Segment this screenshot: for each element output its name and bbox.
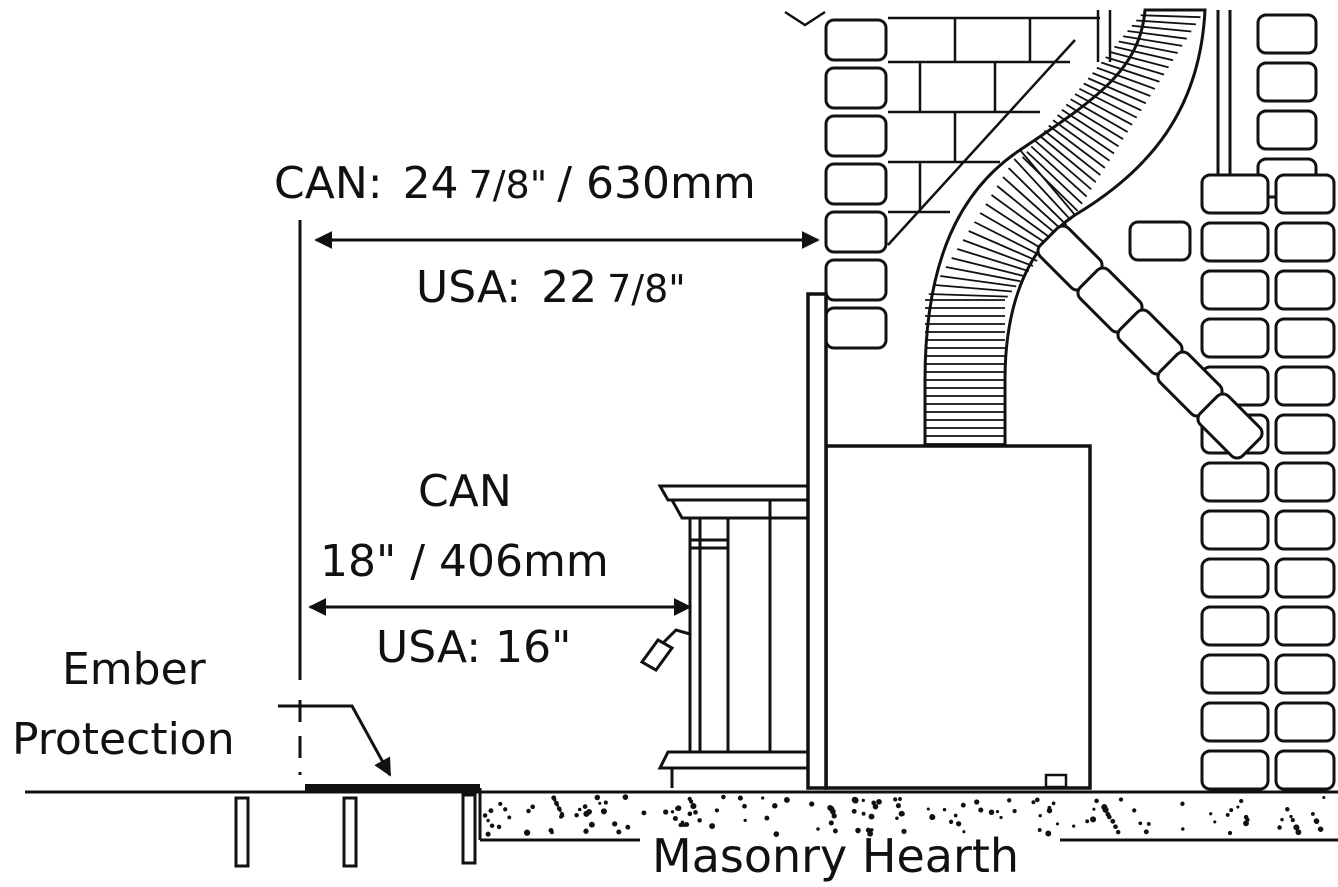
brick — [1200, 701, 1270, 743]
ember-leader — [278, 704, 392, 777]
brick — [1274, 749, 1336, 791]
diagonal-brick-offset — [1036, 224, 1264, 460]
insert-front-surround — [639, 484, 810, 788]
brick — [1128, 220, 1192, 262]
brick — [1274, 701, 1336, 743]
brick — [824, 306, 888, 350]
ember-protection-label-line2: Protection — [12, 714, 235, 765]
brick — [824, 162, 888, 206]
floor-joist — [342, 796, 358, 868]
brick — [824, 210, 888, 254]
brick — [1200, 221, 1270, 263]
brick — [1274, 605, 1336, 647]
floor-and-hearth — [25, 784, 1338, 868]
brick — [1200, 461, 1270, 503]
door-handle — [639, 628, 691, 672]
brick — [824, 66, 888, 110]
brick — [1256, 13, 1318, 55]
brick — [1274, 557, 1336, 599]
brick — [1196, 392, 1264, 460]
brick — [1274, 317, 1336, 359]
lower-usa-label: USA: 16" — [376, 622, 571, 673]
dimension-lines — [278, 220, 820, 777]
brick — [1200, 749, 1270, 791]
ember-protection-pad — [305, 784, 480, 792]
floor-joist — [461, 793, 477, 865]
left-chimney-brick-column — [824, 18, 888, 350]
floor-joist — [234, 796, 250, 868]
brick — [1274, 461, 1336, 503]
brick — [1200, 269, 1270, 311]
brick — [824, 114, 888, 158]
brick — [1274, 365, 1336, 407]
brick — [1274, 509, 1336, 551]
right-chimney-upper-pilaster — [1216, 10, 1232, 175]
masonry-hearth-label: Masonry Hearth — [652, 829, 1019, 882]
brick — [1274, 413, 1336, 455]
brick — [1274, 221, 1336, 263]
brick — [824, 18, 888, 62]
brick — [1256, 61, 1318, 103]
brick — [1200, 653, 1270, 695]
brick — [1200, 605, 1270, 647]
brick — [824, 258, 888, 302]
brick — [1200, 509, 1270, 551]
brick — [1274, 653, 1336, 695]
lower-can-title: CAN — [418, 466, 512, 517]
fireplace-insert-body — [806, 292, 1092, 790]
lower-can-value: 18" / 406mm — [320, 536, 609, 587]
brick — [1274, 173, 1336, 215]
back-wall-bricks — [784, 10, 1112, 246]
brick — [1274, 269, 1336, 311]
ember-protection-label-line1: Ember — [62, 644, 207, 695]
brick — [1256, 109, 1318, 151]
brick — [1200, 557, 1270, 599]
brick — [1200, 317, 1270, 359]
flexible-chimney-liner — [923, 8, 1207, 448]
brick — [1200, 173, 1270, 215]
